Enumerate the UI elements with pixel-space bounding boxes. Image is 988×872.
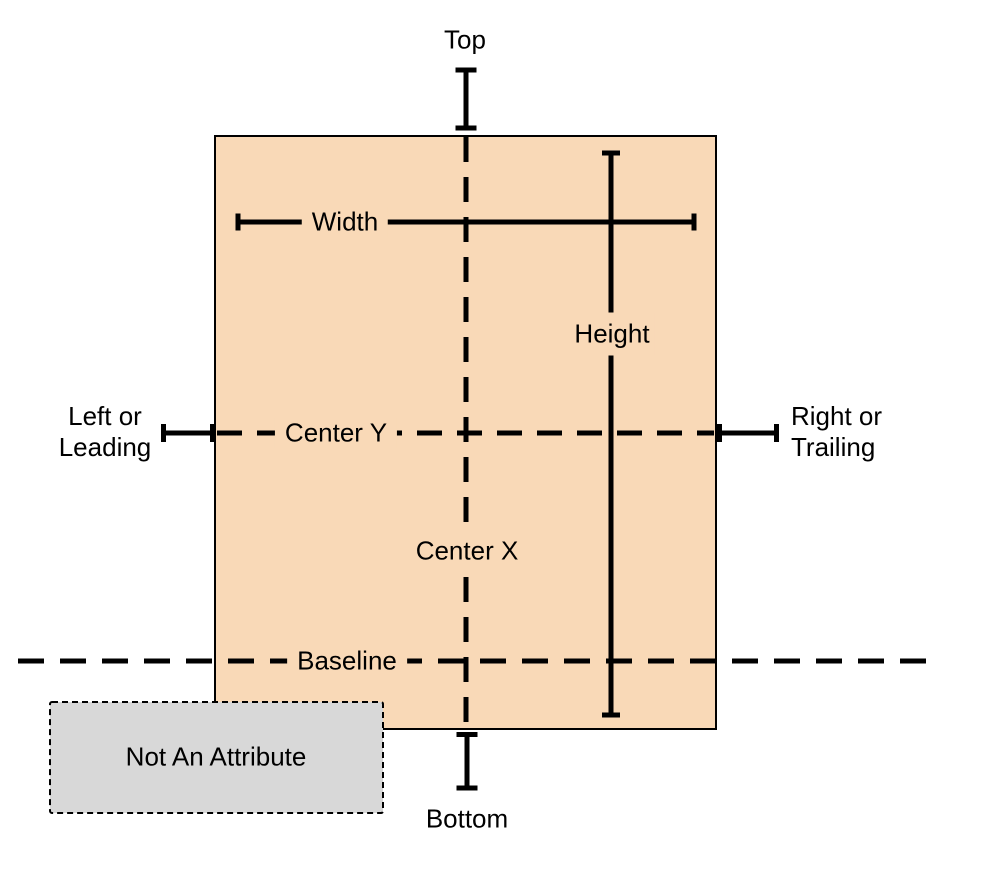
left-or-leading-line1: Left or xyxy=(68,401,142,431)
right-or-trailing-line1: Right or xyxy=(791,401,883,431)
left-or-leading-line2: Leading xyxy=(58,432,152,462)
bottom-label: Bottom xyxy=(425,803,509,834)
left-anchor-ibeam xyxy=(161,424,215,442)
not-an-attribute-box xyxy=(49,701,384,814)
not-an-attribute-label: Not An Attribute xyxy=(125,741,307,772)
top-anchor-ibeam xyxy=(455,67,477,131)
left-or-leading-label: Left or Leading xyxy=(59,401,152,463)
height-measure-line xyxy=(602,150,620,718)
height-label: Height xyxy=(569,312,655,356)
right-anchor-ibeam xyxy=(717,424,779,442)
baseline-label: Baseline xyxy=(287,645,407,677)
top-label: Top xyxy=(444,24,486,55)
bottom-anchor-ibeam xyxy=(456,732,478,791)
center-y-label: Center Y xyxy=(274,417,398,449)
right-or-trailing-line2: Trailing xyxy=(791,432,876,462)
center-x-label: Center X xyxy=(410,529,524,573)
right-or-trailing-label: Right or Trailing xyxy=(791,401,882,463)
width-label: Width xyxy=(301,206,389,238)
